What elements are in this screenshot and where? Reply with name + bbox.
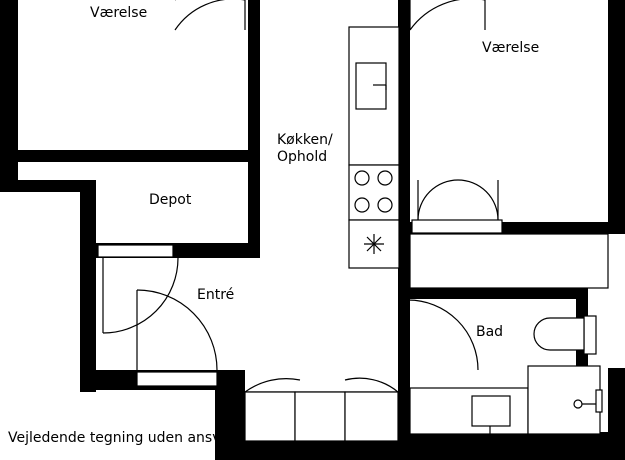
toilet xyxy=(533,315,597,355)
doors xyxy=(97,0,503,387)
thin-lines xyxy=(244,26,609,442)
bath-sink xyxy=(471,395,511,434)
room-label-kitchen-line2: Ophold xyxy=(277,149,327,165)
room-label-vaerelse-left: Værelse xyxy=(90,5,147,21)
room-label-kitchen-line1: Køkken/ xyxy=(277,132,333,148)
shower-tap xyxy=(573,389,603,413)
room-label-depot: Depot xyxy=(149,192,192,208)
ventilation-symbol xyxy=(364,234,384,254)
room-label-bad: Bad xyxy=(476,324,503,340)
room-label-entre: Entré xyxy=(197,287,234,303)
disclaimer-text: Vejledende tegning uden ansvar xyxy=(8,430,235,446)
room-label-vaerelse-right: Værelse xyxy=(482,40,539,56)
kitchen-sink xyxy=(355,62,387,110)
fixtures xyxy=(354,62,603,434)
stove xyxy=(354,170,393,213)
